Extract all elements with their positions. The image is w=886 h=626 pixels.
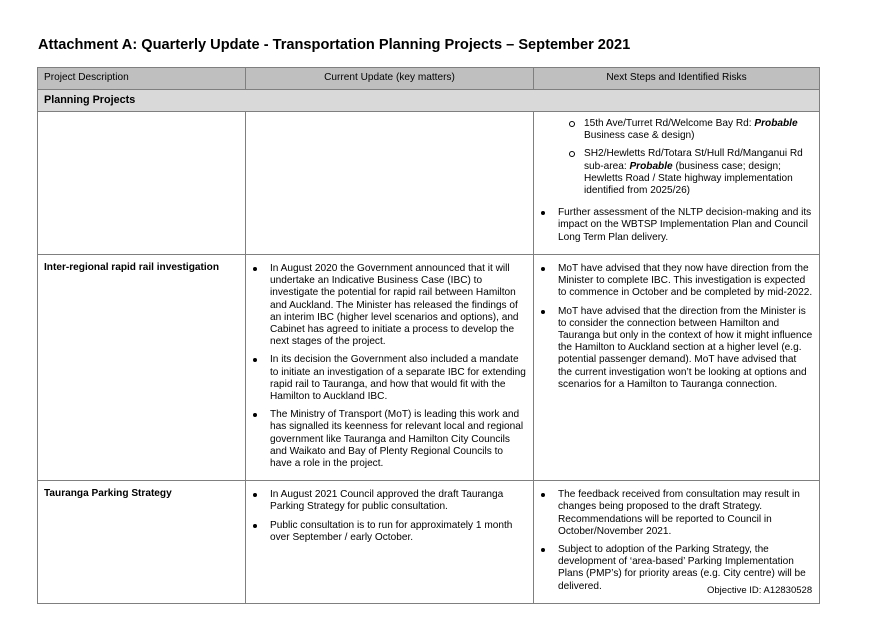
current-update-cell: In August 2021 Council approved the draf… xyxy=(245,480,534,604)
list-item: SH2/Hewletts Rd/Totara St/Hull Rd/Mangan… xyxy=(534,148,813,197)
projects-table: Project Description Current Update (key … xyxy=(37,67,820,604)
list-item: In August 2021 Council approved the draf… xyxy=(246,489,527,513)
objective-id: Objective ID: A12830528 xyxy=(707,585,813,596)
project-name: Inter-regional rapid rail investigation xyxy=(37,253,246,482)
list-item: Public consultation is to run for approx… xyxy=(246,520,527,544)
list-item: The feedback received from consultation … xyxy=(534,489,813,538)
list-item: In its decision the Government also incl… xyxy=(246,354,527,403)
project-name: Tauranga Parking Strategy xyxy=(37,480,246,604)
current-update-list: In August 2020 the Government announced … xyxy=(246,263,527,470)
list-item: MoT have advised that they now have dire… xyxy=(534,263,813,300)
current-update-cell xyxy=(245,111,534,255)
project-name-cell xyxy=(37,111,246,255)
section-row: Planning Projects xyxy=(37,89,820,112)
list-item: Subject to adoption of the Parking Strat… xyxy=(534,544,813,593)
list-item: Further assessment of the NLTP decision-… xyxy=(534,207,813,244)
next-steps-list: 15th Ave/Turret Rd/Welcome Bay Rd: Proba… xyxy=(534,118,813,244)
current-update-cell: In August 2020 the Government announced … xyxy=(245,253,534,482)
list-item: In August 2020 the Government announced … xyxy=(246,263,527,348)
next-steps-cell: MoT have advised that they now have dire… xyxy=(533,253,820,482)
list-item: MoT have advised that the direction from… xyxy=(534,306,813,391)
current-update-list: In August 2021 Council approved the draf… xyxy=(246,489,527,544)
table-row: Tauranga Parking Strategy In August 2021… xyxy=(37,480,820,604)
table-row: 15th Ave/Turret Rd/Welcome Bay Rd: Proba… xyxy=(37,111,820,255)
page-title: Attachment A: Quarterly Update - Transpo… xyxy=(38,37,631,53)
header-project-description: Project Description xyxy=(37,67,246,90)
next-steps-cell: 15th Ave/Turret Rd/Welcome Bay Rd: Proba… xyxy=(533,111,820,255)
header-current-update: Current Update (key matters) xyxy=(245,67,534,90)
table-header-row: Project Description Current Update (key … xyxy=(37,67,820,90)
table-row: Inter-regional rapid rail investigation … xyxy=(37,253,820,482)
next-steps-cell: The feedback received from consultation … xyxy=(533,480,820,604)
list-item: The Ministry of Transport (MoT) is leadi… xyxy=(246,409,527,470)
section-title: Planning Projects xyxy=(37,89,820,112)
next-steps-list: MoT have advised that they now have dire… xyxy=(534,263,813,391)
header-next-steps: Next Steps and Identified Risks xyxy=(533,67,820,90)
next-steps-list: The feedback received from consultation … xyxy=(534,489,813,593)
list-item: 15th Ave/Turret Rd/Welcome Bay Rd: Proba… xyxy=(534,118,813,142)
